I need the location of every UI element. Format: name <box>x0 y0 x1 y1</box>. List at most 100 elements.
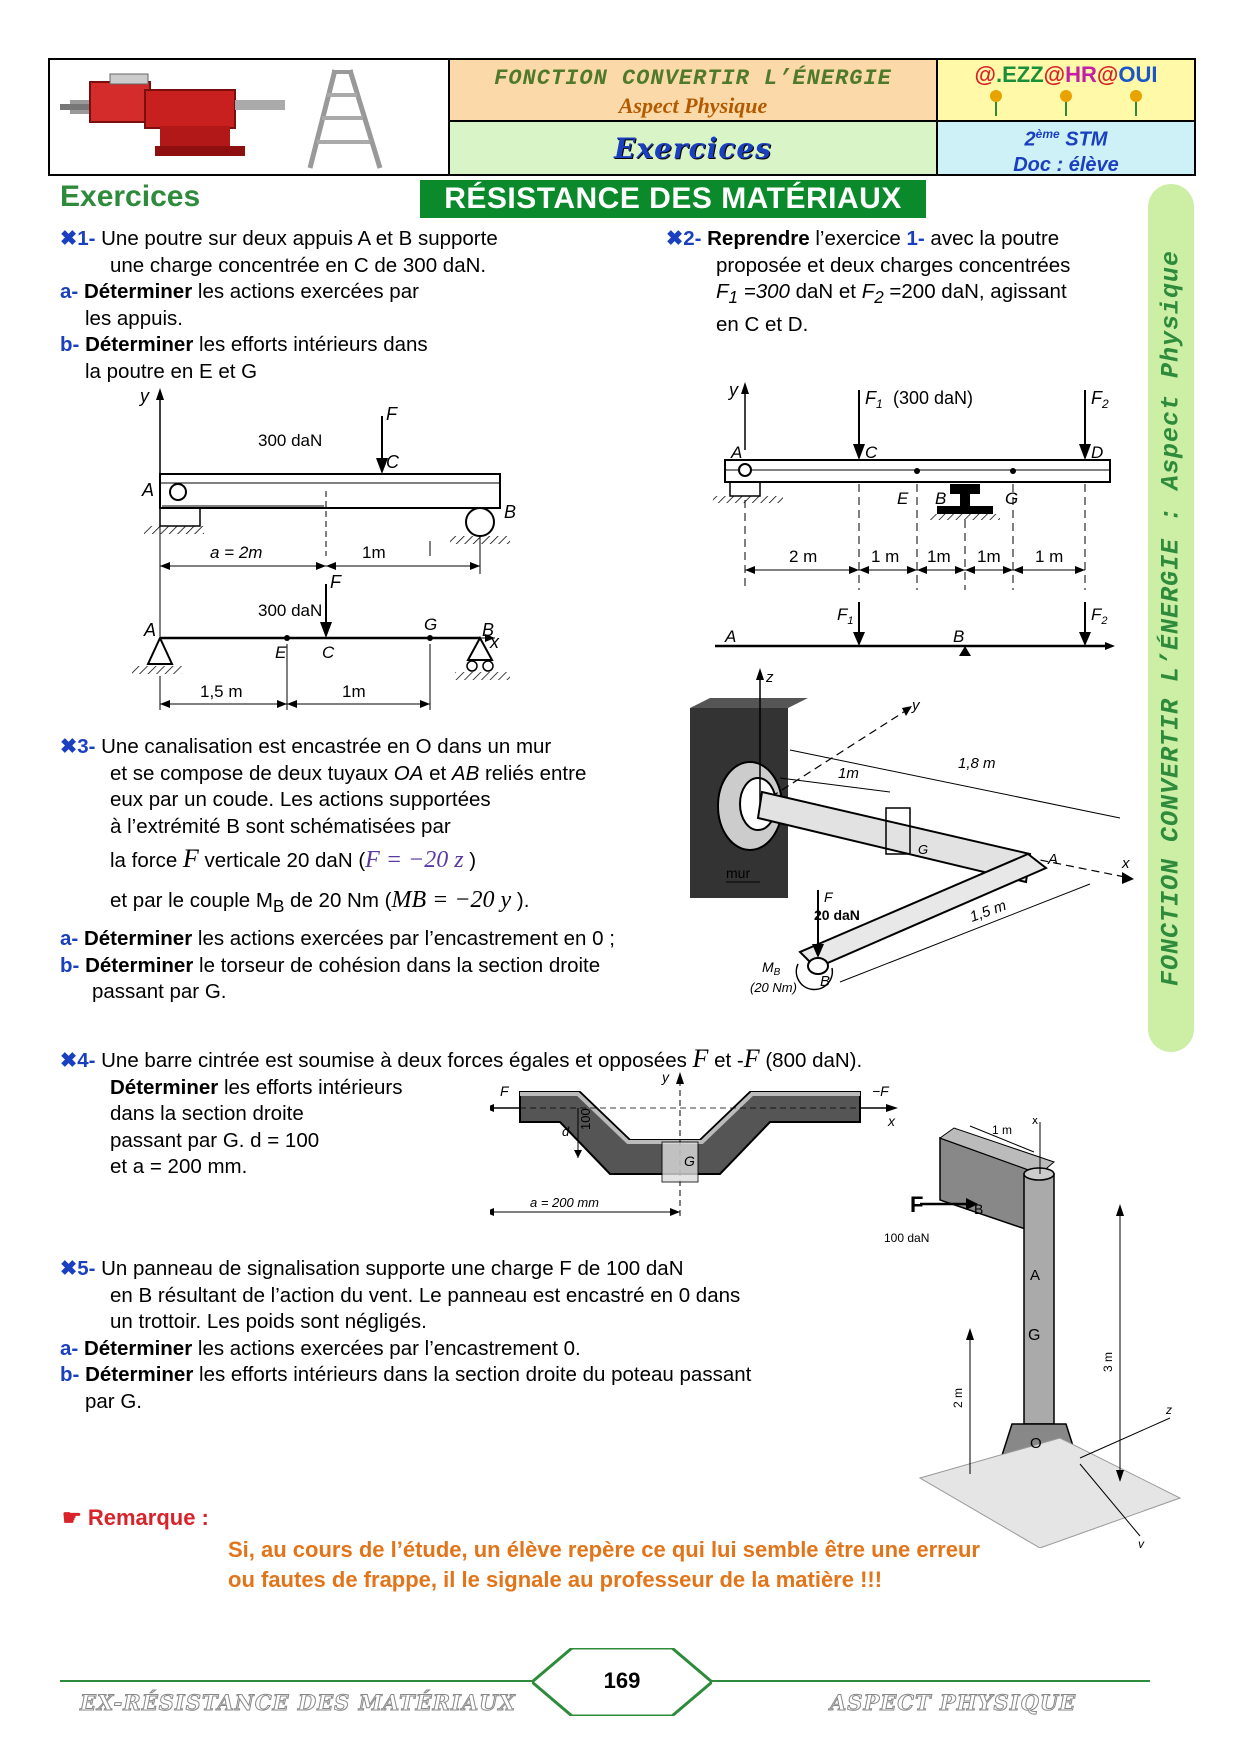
ex4-text: (800 daN). <box>759 1049 863 1072</box>
load-F1: (300 daN) <box>893 388 973 408</box>
vector-F: F <box>182 844 199 873</box>
ex5-line3: un trottoir. Les poids sont négligés. <box>110 1310 427 1333</box>
label-y: y <box>661 1070 670 1085</box>
verb: Déterminer <box>110 1075 219 1099</box>
ex2-ref: 1- <box>906 227 925 250</box>
dim-1m: 1m <box>927 547 951 566</box>
page-number: 169 <box>603 1668 641 1693</box>
flowers-icon <box>990 90 1142 116</box>
ex2-text: l’exercice <box>809 227 907 250</box>
verb: Déterminer <box>83 927 193 951</box>
tool-icon: ✖ <box>60 1049 78 1072</box>
label-G: G <box>918 842 928 857</box>
exercises-heading: Exercices <box>60 180 201 213</box>
label-C: C <box>865 443 878 462</box>
exercise-5: ✖5- Un panneau de signalisation supporte… <box>60 1256 900 1415</box>
ex4-line1: Une barre cintrée est soumise à deux for… <box>101 1049 693 1072</box>
ex1-line1: Une poutre sur deux appuis A et B suppor… <box>101 227 498 250</box>
ex3-line1: Une canalisation est encastrée en O dans… <box>101 735 552 758</box>
dim-1m: 1m <box>838 765 859 782</box>
ex2-line3: F1 =300 daN et F2 =200 daN, agissant <box>666 279 1146 312</box>
ex2-text: avec la poutre <box>924 227 1060 250</box>
remark-line2: ou fautes de frappe, il le signale au pr… <box>228 1567 883 1592</box>
dim-a: a = 2m <box>210 543 262 562</box>
label-G: G <box>1028 1327 1040 1344</box>
ex4-text: les efforts intérieurs <box>218 1075 403 1099</box>
ex5-line2: en B résultant de l’action du vent. Le p… <box>110 1283 741 1307</box>
f1-value: =300 <box>738 280 790 303</box>
label-C2: C <box>322 643 335 662</box>
label-F: F <box>910 1192 923 1217</box>
function-title: FONCTION CONVERTIR L’ÉNERGIE <box>494 66 892 91</box>
verb: Reprendre <box>707 227 810 250</box>
label-A: A <box>1030 1267 1040 1284</box>
vector-F: F <box>743 1044 760 1073</box>
label-F: F <box>500 1083 510 1099</box>
label-G: G <box>1005 489 1018 508</box>
exercise-3: ✖3- Une canalisation est encastrée en O … <box>60 734 700 1006</box>
exercise-1: ✖1- Une poutre sur deux appuis A et B su… <box>60 226 620 385</box>
verb: Déterminer <box>85 333 194 356</box>
section-cell: Exercices <box>449 121 937 175</box>
aspect-label: Aspect Physique <box>618 93 768 118</box>
vector-F: F <box>692 1044 709 1073</box>
author-name: @.EZZ@HR@OUI <box>974 62 1158 87</box>
label-A2: A <box>143 620 156 640</box>
chapter-title: RÉSISTANCE DES MATÉRIAUX <box>420 180 926 218</box>
verb: Déterminer <box>83 280 193 303</box>
label-B2: B <box>482 620 494 640</box>
ex4-line4: passant par G. d = 100 <box>110 1128 320 1152</box>
side-band <box>1148 184 1194 1052</box>
dim-a: a = 200 mm <box>530 1195 599 1210</box>
exercise-number: 5- <box>77 1257 96 1280</box>
question-b-label: b- <box>60 333 80 356</box>
ex4-line3: dans la section droite <box>110 1102 304 1125</box>
verb: Déterminer <box>85 953 194 977</box>
figure-2-beam: y A F1 (300 daN) C F2 D E B G 2 m 1 m 1m… <box>713 380 1115 656</box>
label-x: x <box>489 632 500 652</box>
post <box>1023 1173 1055 1425</box>
ex5-a-text: les actions exercées par l’encastrement … <box>192 1336 581 1360</box>
label-x: x <box>1032 1118 1038 1127</box>
header-table: FONCTION CONVERTIR L’ÉNERGIE Aspect Phys… <box>48 58 1196 176</box>
dim-1-5m: 1,5 m <box>200 682 243 701</box>
f2-sub: 2 <box>874 288 884 308</box>
remark-line1: Si, au cours de l’étude, un élève repère… <box>228 1537 980 1562</box>
f1-sub: 1 <box>728 288 739 308</box>
ex3-line2: et se compose de deux tuyaux OA et AB re… <box>110 761 587 785</box>
tool-icon: ✖ <box>666 227 684 250</box>
f1-symbol: F <box>716 280 729 303</box>
exercise-4: ✖4- Une barre cintrée est soumise à deux… <box>60 1044 1060 1181</box>
dim-1m: 1 m <box>1035 547 1063 566</box>
label-D: D <box>1091 443 1103 462</box>
pointer-icon: ☛ <box>62 1505 88 1530</box>
label-F2: F2 <box>1091 388 1109 411</box>
ex5-b-text: les efforts intérieurs dans la section d… <box>193 1363 752 1386</box>
tool-icon: ✖ <box>60 1257 78 1280</box>
ex4-line5: et a = 200 mm. <box>110 1155 248 1178</box>
label-z: z <box>1165 1403 1172 1417</box>
label-F2: F <box>330 572 342 592</box>
exercise-number: 4- <box>77 1049 96 1072</box>
ex3-line3: eux par un coude. Les actions supportées <box>110 788 491 811</box>
figure-1-beam: y A B F 300 daN C a = 2m 1m <box>132 386 516 710</box>
ex1-a-text2: les appuis. <box>85 306 184 330</box>
exercise-number: 1- <box>77 227 96 250</box>
verb: Déterminer <box>85 1363 194 1386</box>
ex2-line2: proposée et deux charges concentrées <box>716 253 1071 277</box>
label-y: y <box>911 697 921 714</box>
exercise-number: 2- <box>683 227 702 250</box>
ex2-line4: en C et D. <box>716 312 809 336</box>
label-A2: A <box>724 627 736 646</box>
label-O: O <box>1030 1435 1042 1452</box>
dim-1m: 1 m <box>871 547 899 566</box>
dim-3m: 3 m <box>1101 1352 1115 1372</box>
section-title: Exercices <box>614 132 772 165</box>
remark-title-text: Remarque : <box>87 1505 209 1530</box>
level-label: 2ème STM <box>1024 127 1108 151</box>
dim-2m: 2 m <box>789 547 817 566</box>
label-A: A <box>1047 851 1058 868</box>
label-y: y <box>1137 1537 1145 1548</box>
dim-1m: 1 m <box>992 1123 1012 1137</box>
header-illustration <box>49 59 449 175</box>
